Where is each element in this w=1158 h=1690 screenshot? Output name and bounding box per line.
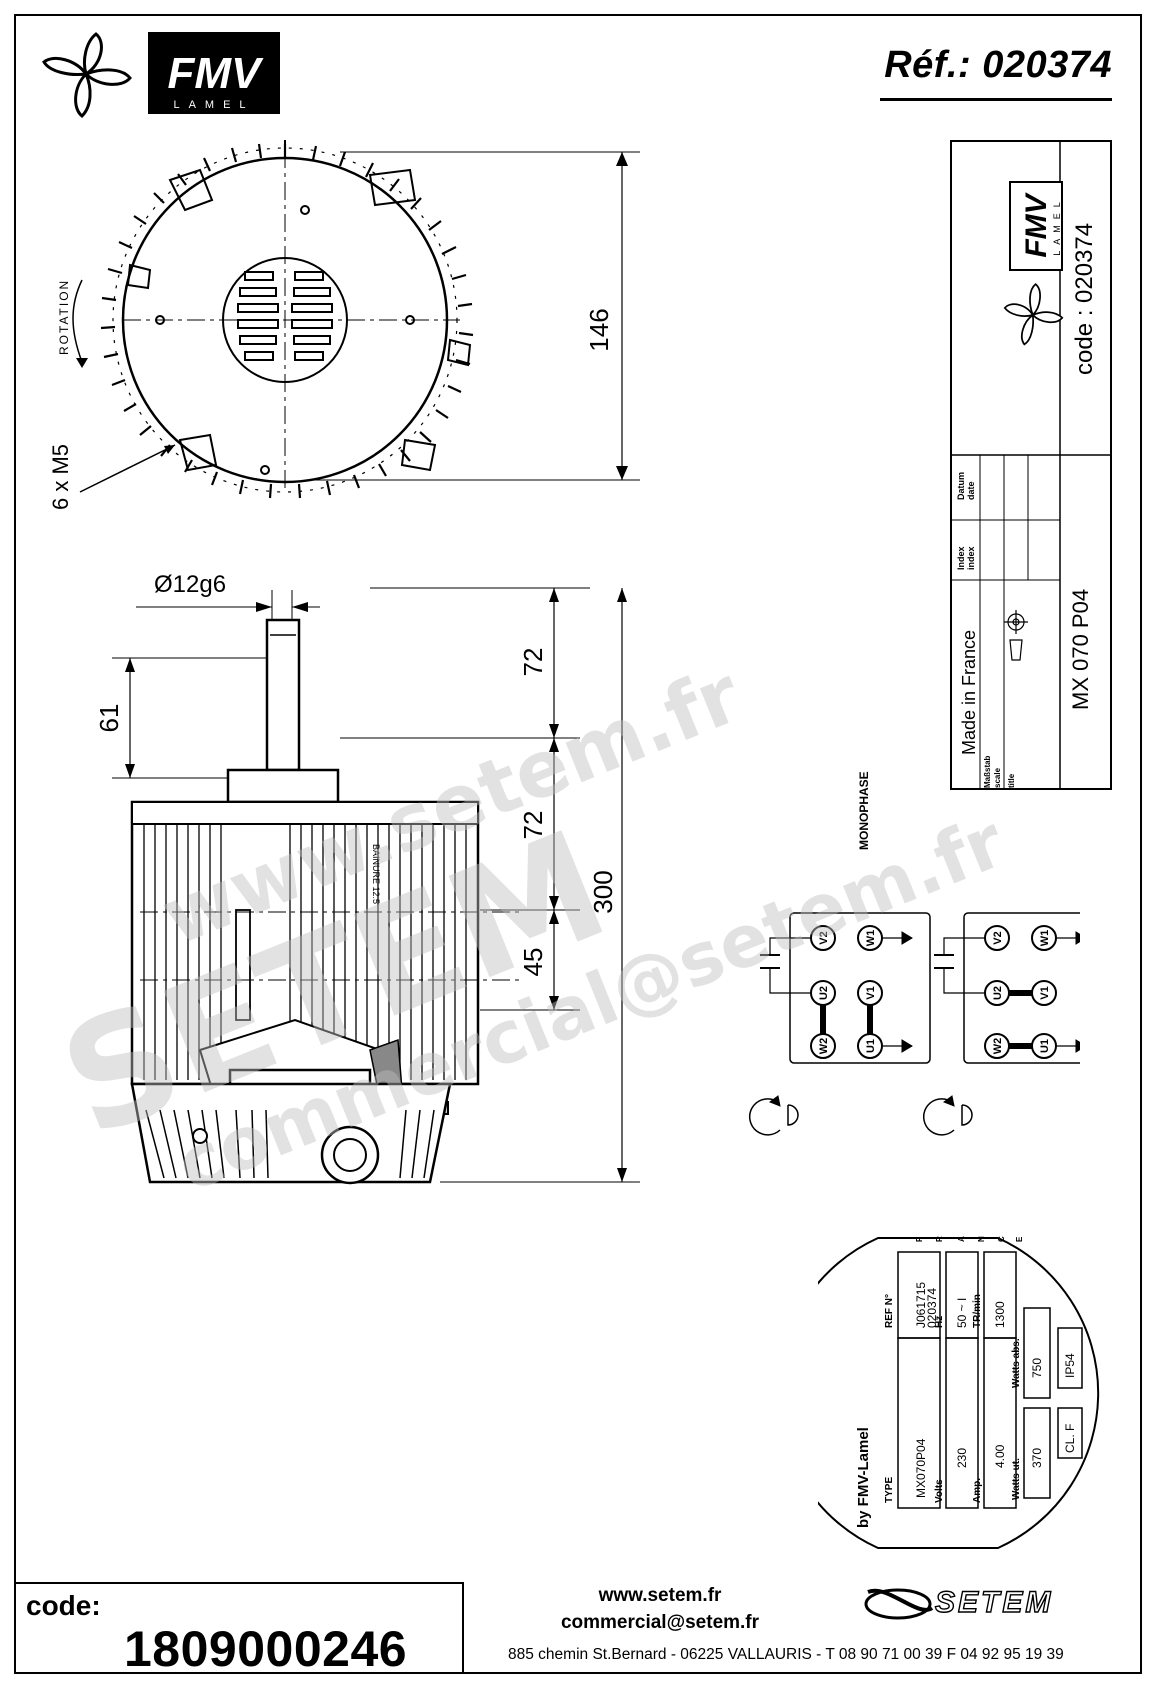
- svg-text:FMV: FMV: [1020, 191, 1053, 257]
- thread-label: 6 x M5: [48, 444, 73, 510]
- svg-text:U1: U1: [865, 1039, 877, 1053]
- svg-text:MX070P04: MX070P04: [914, 1438, 928, 1498]
- svg-text:W2: W2: [818, 1038, 830, 1055]
- projection-symbol: [1004, 610, 1028, 661]
- drawing-sheet: [14, 14, 1142, 1674]
- title-block: FMV LAMEL code : 020374 Datum date Index…: [950, 140, 1112, 790]
- svg-text:1300: 1300: [993, 1301, 1007, 1328]
- made-in: Made in France: [959, 630, 979, 755]
- logo-block: [148, 32, 280, 114]
- svg-text:index: index: [966, 546, 976, 570]
- svg-text:Volts: Volts: [934, 1479, 945, 1503]
- svg-text:750: 750: [1030, 1358, 1044, 1378]
- footer-address: 885 chemin St.Bernard - 06225 VALLAURIS …: [508, 1646, 1064, 1663]
- fan-icon: [42, 32, 132, 119]
- svg-text:4.00: 4.00: [993, 1444, 1007, 1468]
- dim-61: 61: [94, 704, 124, 733]
- svg-text:E: E: [1015, 1236, 1024, 1242]
- logo-sub: LAMEL: [173, 99, 254, 111]
- svg-text:C: C: [997, 1236, 1006, 1242]
- setem-emblem-icon: [864, 1588, 934, 1620]
- svg-text:Watts abs.: Watts abs.: [1011, 1338, 1022, 1388]
- dim-45: 45: [518, 948, 548, 977]
- svg-text:W2: W2: [992, 1038, 1004, 1055]
- footer-email[interactable]: commercial@setem.fr: [560, 1612, 760, 1633]
- svg-text:Index: Index: [956, 546, 966, 570]
- svg-text:020374: 020374: [925, 1288, 939, 1328]
- svg-text:W1: W1: [1039, 930, 1051, 947]
- setem-logo: SETEM: [934, 1585, 1054, 1619]
- logo-name: FMV: [168, 49, 265, 98]
- side-label: BAINURE 12.5: [371, 844, 381, 904]
- footer-website[interactable]: www.setem.fr: [598, 1585, 722, 1606]
- svg-text:Watts ut.: Watts ut.: [1011, 1458, 1022, 1500]
- svg-text:N: N: [977, 1236, 986, 1242]
- svg-text:V1: V1: [1039, 986, 1051, 999]
- svg-text:370: 370: [1030, 1448, 1044, 1468]
- phase-label: MONOPHASE: [857, 771, 871, 850]
- motor-side-view: Ø12g6 61 BAINURE 12.5: [94, 571, 640, 1185]
- svg-text:scale: scale: [993, 767, 1002, 788]
- svg-text:title: title: [1007, 773, 1016, 788]
- svg-text:V2: V2: [818, 931, 830, 944]
- dim-300: 300: [588, 870, 618, 913]
- wiring-right: [922, 912, 1080, 1136]
- svg-text:F: F: [915, 1237, 924, 1242]
- svg-text:REF N°: REF N°: [884, 1294, 895, 1328]
- nameplate-brand: by FMV-Lamel: [855, 1427, 872, 1528]
- dim-72-top: 72: [518, 648, 548, 677]
- svg-text:IP54: IP54: [1063, 1353, 1077, 1378]
- title-value: MX 070 P04: [1068, 589, 1093, 710]
- code-box: code: 1809000246: [14, 1582, 464, 1677]
- svg-text:Hz: Hz: [934, 1316, 945, 1328]
- svg-text:Maßstab: Maßstab: [983, 755, 992, 788]
- svg-text:LAMEL: LAMEL: [1052, 196, 1062, 256]
- wiring-left: [748, 912, 931, 1136]
- code-label: code:: [26, 1590, 101, 1621]
- fmv-logo: FMV LAMEL: [42, 32, 280, 119]
- svg-text:Amp.: Amp.: [972, 1478, 983, 1503]
- code-value: 1809000246: [124, 1621, 408, 1677]
- svg-text:V2: V2: [992, 931, 1004, 944]
- title-code: code : 020374: [1071, 223, 1098, 375]
- svg-text:CL. F: CL. F: [1063, 1424, 1077, 1453]
- reference-box: Réf.: 020374: [880, 44, 1112, 101]
- svg-text:TYPE: TYPE: [884, 1477, 895, 1503]
- svg-text:W1: W1: [865, 930, 877, 947]
- svg-text:date: date: [966, 481, 976, 500]
- svg-text:U2: U2: [818, 986, 830, 1000]
- title-logo: FMV LAMEL: [1003, 181, 1064, 346]
- svg-text:R: R: [935, 1236, 944, 1242]
- svg-text:V1: V1: [865, 986, 877, 999]
- svg-text:U1: U1: [1039, 1039, 1051, 1053]
- svg-text:50 ~ I: 50 ~ I: [955, 1298, 969, 1328]
- motor-front-view: ROTATION 6 x M5 146: [48, 140, 640, 510]
- svg-text:230: 230: [955, 1448, 969, 1468]
- nameplate: by FMV-Lamel TYPE REF N° Volts Hz Amp. T…: [818, 1236, 1100, 1549]
- wiring-diagrams: MONOPHASE V2 W1 U2: [748, 771, 1080, 1136]
- reference-number: Réf.: 020374: [884, 44, 1112, 86]
- svg-text:U2: U2: [992, 986, 1004, 1000]
- svg-text:Datum: Datum: [956, 472, 966, 500]
- dim-146: 146: [584, 308, 614, 351]
- dim-shaft-diameter: Ø12g6: [154, 571, 226, 598]
- svg-text:J061715: J061715: [914, 1282, 928, 1328]
- fan-grille: [237, 271, 333, 361]
- svg-text:TR/min: TR/min: [972, 1294, 983, 1328]
- dim-72-mid: 72: [518, 811, 548, 840]
- rotation-label: ROTATION: [57, 279, 71, 355]
- svg-text:A: A: [957, 1236, 966, 1242]
